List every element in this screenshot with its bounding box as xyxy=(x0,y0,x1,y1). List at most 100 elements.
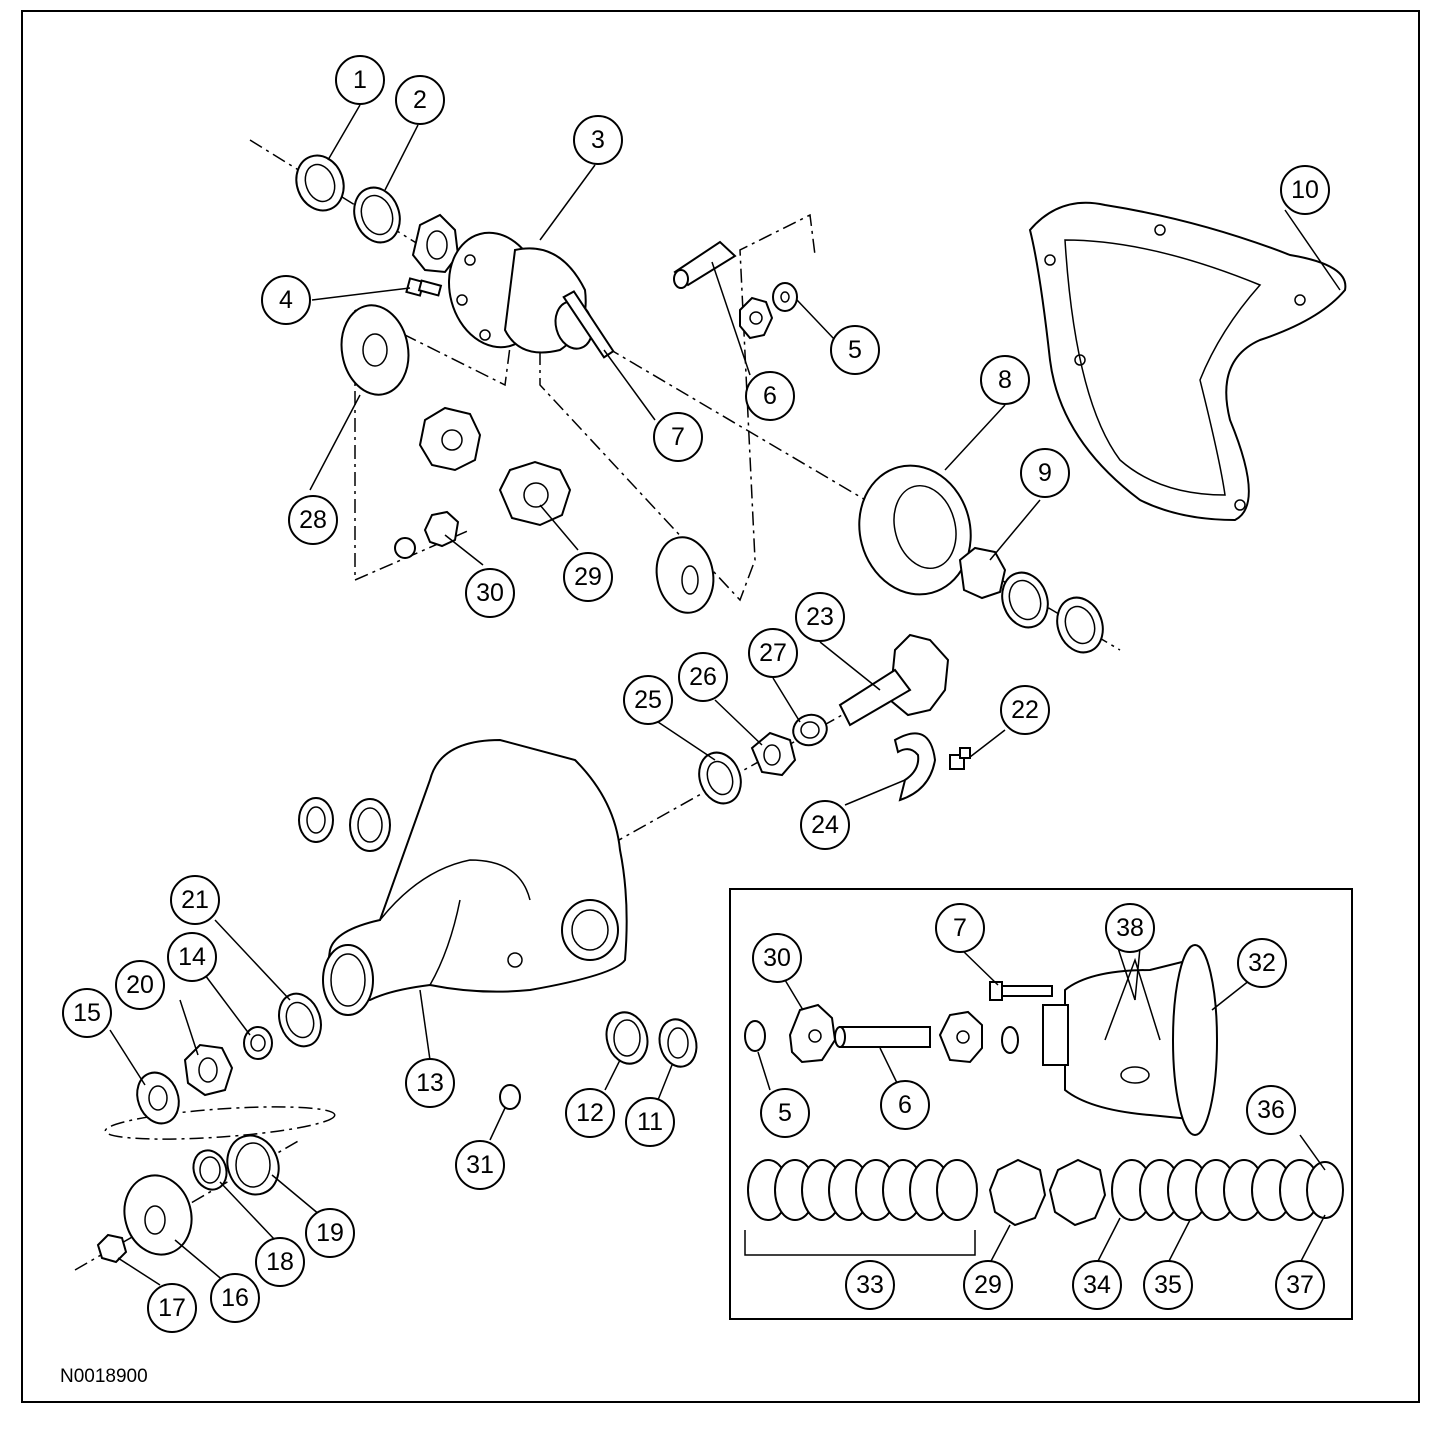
seal-11 xyxy=(658,1018,698,1068)
washer-5 xyxy=(772,282,798,312)
side-gear-29 xyxy=(498,460,572,527)
callout-7: 7 xyxy=(653,412,703,462)
bolt-22 xyxy=(949,747,971,770)
nut-17 xyxy=(96,1233,128,1264)
callout-13-label: 13 xyxy=(416,1069,444,1097)
callout-5-label: 5 xyxy=(848,336,862,364)
callout-12-label: 12 xyxy=(576,1099,604,1127)
inset-callout-35: 35 xyxy=(1143,1260,1193,1310)
callout-31-label: 31 xyxy=(466,1151,494,1179)
callout-13: 13 xyxy=(405,1058,455,1108)
differential-cover-10 xyxy=(1028,201,1347,522)
inset-clutch-pack-34-37 xyxy=(1111,1159,1344,1221)
thrust-washer-28 xyxy=(340,304,410,396)
callout-29: 29 xyxy=(563,552,613,602)
callout-2: 2 xyxy=(395,75,445,125)
outer-frame xyxy=(21,10,1420,1403)
inset-callout-36: 36 xyxy=(1246,1085,1296,1135)
inset-callout-7-label: 7 xyxy=(953,914,967,942)
callout-15-label: 15 xyxy=(73,999,101,1027)
callout-1-label: 1 xyxy=(353,66,367,94)
callout-8: 8 xyxy=(980,355,1030,405)
bearing-cup-25 xyxy=(698,751,742,805)
callout-16-label: 16 xyxy=(221,1284,249,1312)
figure-code: N0018900 xyxy=(60,1366,148,1387)
inset-pinion-30 xyxy=(788,1003,837,1064)
callout-7-label: 7 xyxy=(671,423,685,451)
inset-callout-5-label: 5 xyxy=(778,1099,792,1127)
inset-callout-6: 6 xyxy=(880,1080,930,1130)
pinion-30 xyxy=(394,510,460,559)
callout-10: 10 xyxy=(1280,165,1330,215)
callout-22-label: 22 xyxy=(1011,696,1039,724)
callout-24: 24 xyxy=(800,800,850,850)
callout-30: 30 xyxy=(465,568,515,618)
inset-callout-30-label: 30 xyxy=(763,944,791,972)
bearing-cup-2 xyxy=(353,186,401,244)
inset-shaft-6 xyxy=(834,1026,931,1048)
callout-4: 4 xyxy=(261,275,311,325)
callout-1: 1 xyxy=(335,55,385,105)
inset-clutch-pack-33 xyxy=(744,1159,978,1256)
bearing-cup-21 xyxy=(278,992,322,1048)
callout-5: 5 xyxy=(830,325,880,375)
pinion-gear xyxy=(739,296,774,340)
seal-1 xyxy=(295,154,345,212)
callout-21-label: 21 xyxy=(181,886,209,914)
callout-26-label: 26 xyxy=(689,663,717,691)
spacer-14 xyxy=(243,1026,273,1060)
callout-8-label: 8 xyxy=(998,366,1012,394)
bearing-20 xyxy=(183,1043,234,1097)
callout-24-label: 24 xyxy=(811,811,839,839)
inset-callout-32: 32 xyxy=(1237,938,1287,988)
callout-31: 31 xyxy=(455,1140,505,1190)
inset-callout-34: 34 xyxy=(1072,1260,1122,1310)
callout-16: 16 xyxy=(210,1273,260,1323)
inset-callout-38-label: 38 xyxy=(1116,914,1144,942)
inset-frame xyxy=(729,888,1353,1320)
bearing-9 xyxy=(958,546,1104,654)
callout-3-label: 3 xyxy=(591,126,605,154)
callout-21: 21 xyxy=(170,875,220,925)
inset-bolt-7 xyxy=(989,981,1053,1001)
inset-callout-33: 33 xyxy=(845,1260,895,1310)
plug-31 xyxy=(499,1084,521,1110)
callout-17-label: 17 xyxy=(158,1294,186,1322)
inset-callout-38: 38 xyxy=(1105,903,1155,953)
callout-28: 28 xyxy=(288,495,338,545)
seal-18 xyxy=(192,1149,228,1191)
inset-washer-5 xyxy=(744,1020,766,1052)
callout-25-label: 25 xyxy=(634,686,662,714)
inset-callout-34-label: 34 xyxy=(1083,1271,1111,1299)
callout-10-label: 10 xyxy=(1291,176,1319,204)
bracket-24 xyxy=(893,732,937,802)
inset-case-32 xyxy=(1042,944,1218,1136)
bearing-26 xyxy=(750,731,797,777)
inset-callout-5: 5 xyxy=(760,1088,810,1138)
callout-29-label: 29 xyxy=(574,563,602,591)
ring-gear-8 xyxy=(858,464,972,596)
bearing-cup-12 xyxy=(605,1011,649,1065)
callout-11-label: 11 xyxy=(637,1108,663,1136)
callout-20-label: 20 xyxy=(126,971,154,999)
lock-bolt-7 xyxy=(562,290,615,359)
callout-4-label: 4 xyxy=(279,286,293,314)
inset-callout-30: 30 xyxy=(752,933,802,983)
callout-18: 18 xyxy=(255,1237,305,1287)
bolt-4 xyxy=(405,277,443,297)
inset-callout-35-label: 35 xyxy=(1154,1271,1182,1299)
callout-20: 20 xyxy=(115,960,165,1010)
callout-23-label: 23 xyxy=(806,603,834,631)
callout-14-label: 14 xyxy=(178,943,206,971)
callout-2-label: 2 xyxy=(413,86,427,114)
callout-9: 9 xyxy=(1020,448,1070,498)
callout-12: 12 xyxy=(565,1088,615,1138)
callout-11: 11 xyxy=(625,1097,675,1147)
callout-25: 25 xyxy=(623,675,673,725)
callout-22: 22 xyxy=(1000,685,1050,735)
inset-side-gear-29 xyxy=(988,1158,1107,1227)
inset-callout-37: 37 xyxy=(1275,1260,1325,1310)
callout-14: 14 xyxy=(167,932,217,982)
flange-16 xyxy=(123,1174,193,1256)
